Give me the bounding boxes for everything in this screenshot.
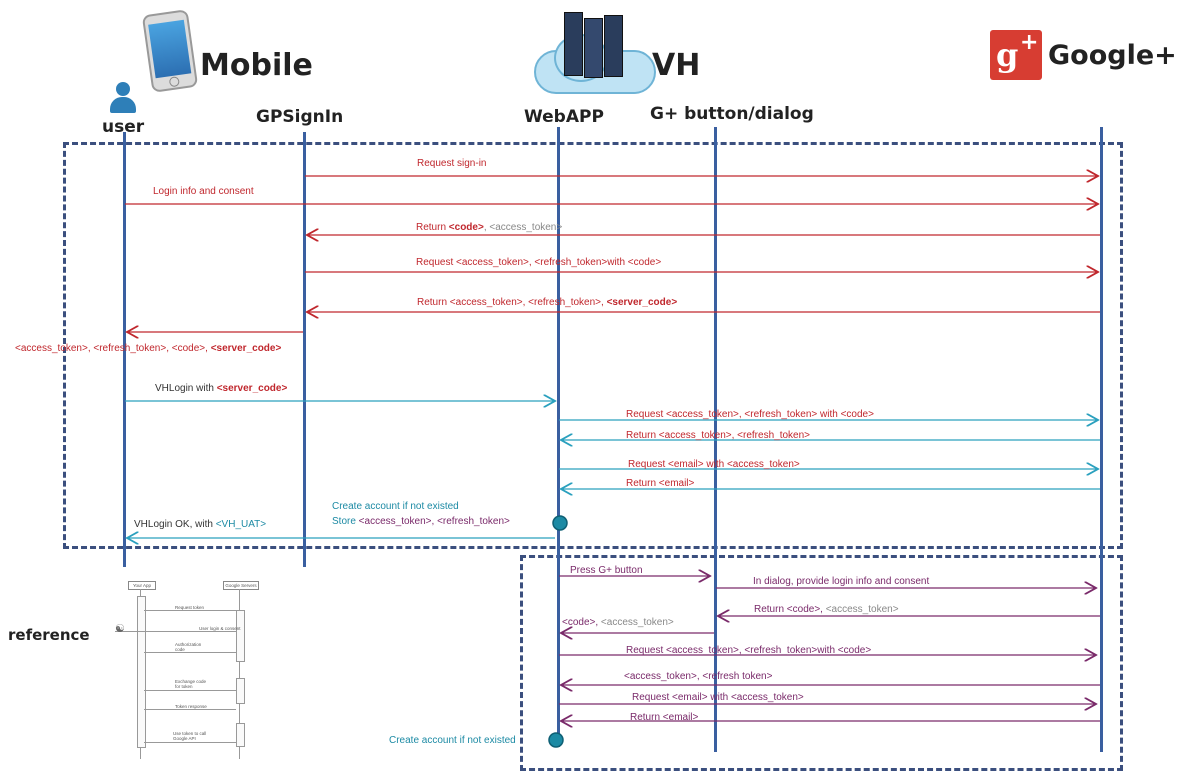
google-plus-icon: g + <box>990 30 1042 80</box>
msg-request-sign-in: Request sign-in <box>417 158 487 169</box>
google-header: Google+ <box>1048 40 1177 71</box>
vh-header: VH <box>652 48 701 83</box>
reference-col-app: Your App <box>128 581 156 590</box>
msg-request-access-token: Request <access_token>, <refresh_token>w… <box>416 257 662 268</box>
msg-tokens-to-user: <access_token>, <refresh_token>, <code>,… <box>15 343 282 354</box>
bottom-flow-box <box>520 555 1123 771</box>
msg-login-info: Login info and consent <box>153 186 254 197</box>
msg-vhlogin: VHLogin with <server_code> <box>155 383 288 394</box>
reference-msg-3: Authorization code <box>175 642 202 652</box>
msg-bottom-request-email: Request <email> with <access_token> <box>632 692 804 703</box>
reference-label: reference <box>8 626 90 644</box>
msg-webapp-return-token: Return <access_token>, <refresh_token> <box>626 430 811 441</box>
msg-return-server-code: Return <access_token>, <refresh_token>, … <box>417 297 678 308</box>
lifeline-label-gpsignin: GPSignIn <box>256 107 344 127</box>
user-icon <box>110 82 136 116</box>
lifeline-user <box>123 132 126 567</box>
msg-bottom-return-email: Return <email> <box>630 712 699 723</box>
msg-code-to-webapp: <code>, <access_token> <box>562 617 674 628</box>
msg-bottom-request-token: Request <access_token>, <refresh_token>w… <box>626 645 872 656</box>
msg-request-email: Request <email> with <access_token> <box>628 459 800 470</box>
msg-press-gplus: Press G+ button <box>570 565 643 576</box>
lifeline-gpsignin <box>303 132 306 567</box>
lifeline-webapp <box>557 127 560 747</box>
webapp-create-dot <box>548 732 564 748</box>
msg-return-code: Return <code>, <access_token> <box>416 222 563 233</box>
msg-store-tokens: Store <access_token>, <refresh_token> <box>332 516 510 527</box>
reference-msg-4: Exchange code for token <box>175 679 207 689</box>
lifeline-label-user: user <box>102 117 145 137</box>
lifeline-google <box>1100 127 1103 752</box>
msg-webapp-request-token: Request <access_token>, <refresh_token> … <box>626 409 874 420</box>
msg-bottom-create-account: Create account if not existed <box>389 735 516 746</box>
reference-msg-1: Request token <box>175 605 205 610</box>
reference-msg-6: Use token to call Google API <box>173 731 207 741</box>
top-flow-box <box>63 142 1123 549</box>
msg-dialog-login: In dialog, provide login info and consen… <box>753 576 930 587</box>
cloud-server-icon <box>534 12 656 94</box>
msg-vhlogin-ok: VHLogin OK, with <VH_UAT> <box>134 519 267 530</box>
lifeline-label-gplus-button: G+ button/dialog <box>650 104 814 124</box>
msg-return-email: Return <email> <box>626 478 695 489</box>
msg-dialog-return-code: Return <code>, <access_token> <box>754 604 899 615</box>
lifeline-label-webapp: WebAPP <box>524 107 604 127</box>
mobile-header: Mobile <box>200 48 313 83</box>
msg-create-account: Create account if not existed <box>332 501 459 512</box>
reference-thumbnail: Your App Google Servers Request token Us… <box>115 578 291 766</box>
msg-bottom-return-token: <access_token>, <refresh token> <box>624 671 773 682</box>
reference-col-google: Google Servers <box>223 581 259 590</box>
stick-figure-icon: ☯ <box>115 623 125 635</box>
reference-msg-2: User login & consent <box>199 626 241 631</box>
webapp-store-dot <box>552 515 568 531</box>
reference-msg-5: Token response <box>175 704 207 709</box>
